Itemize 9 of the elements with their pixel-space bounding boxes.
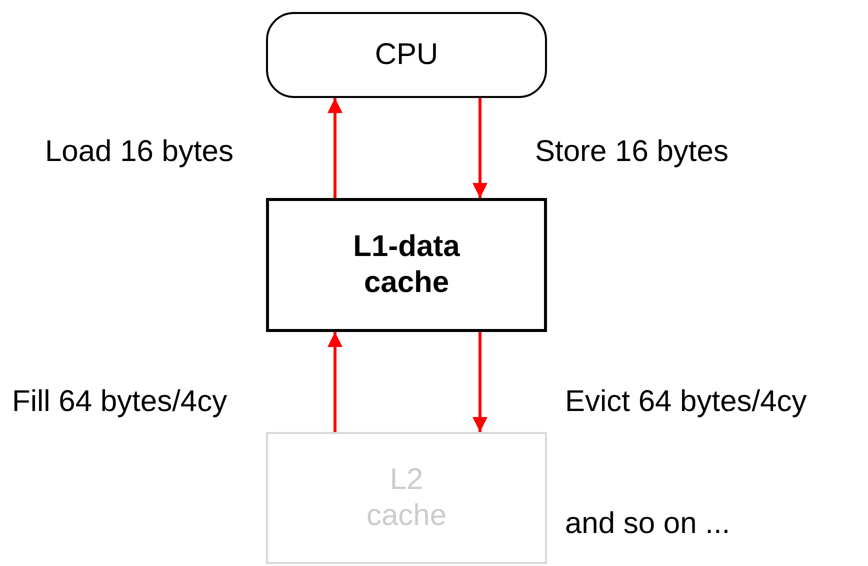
process-box	[266, 12, 547, 98]
arrow	[472, 98, 488, 198]
process-box	[266, 432, 547, 564]
arrow	[472, 332, 488, 432]
arrow	[328, 332, 342, 432]
arrow	[328, 98, 342, 198]
node-label: L1-data cache	[352, 229, 461, 301]
node-label: CPU	[374, 37, 438, 73]
process-box	[266, 198, 547, 332]
